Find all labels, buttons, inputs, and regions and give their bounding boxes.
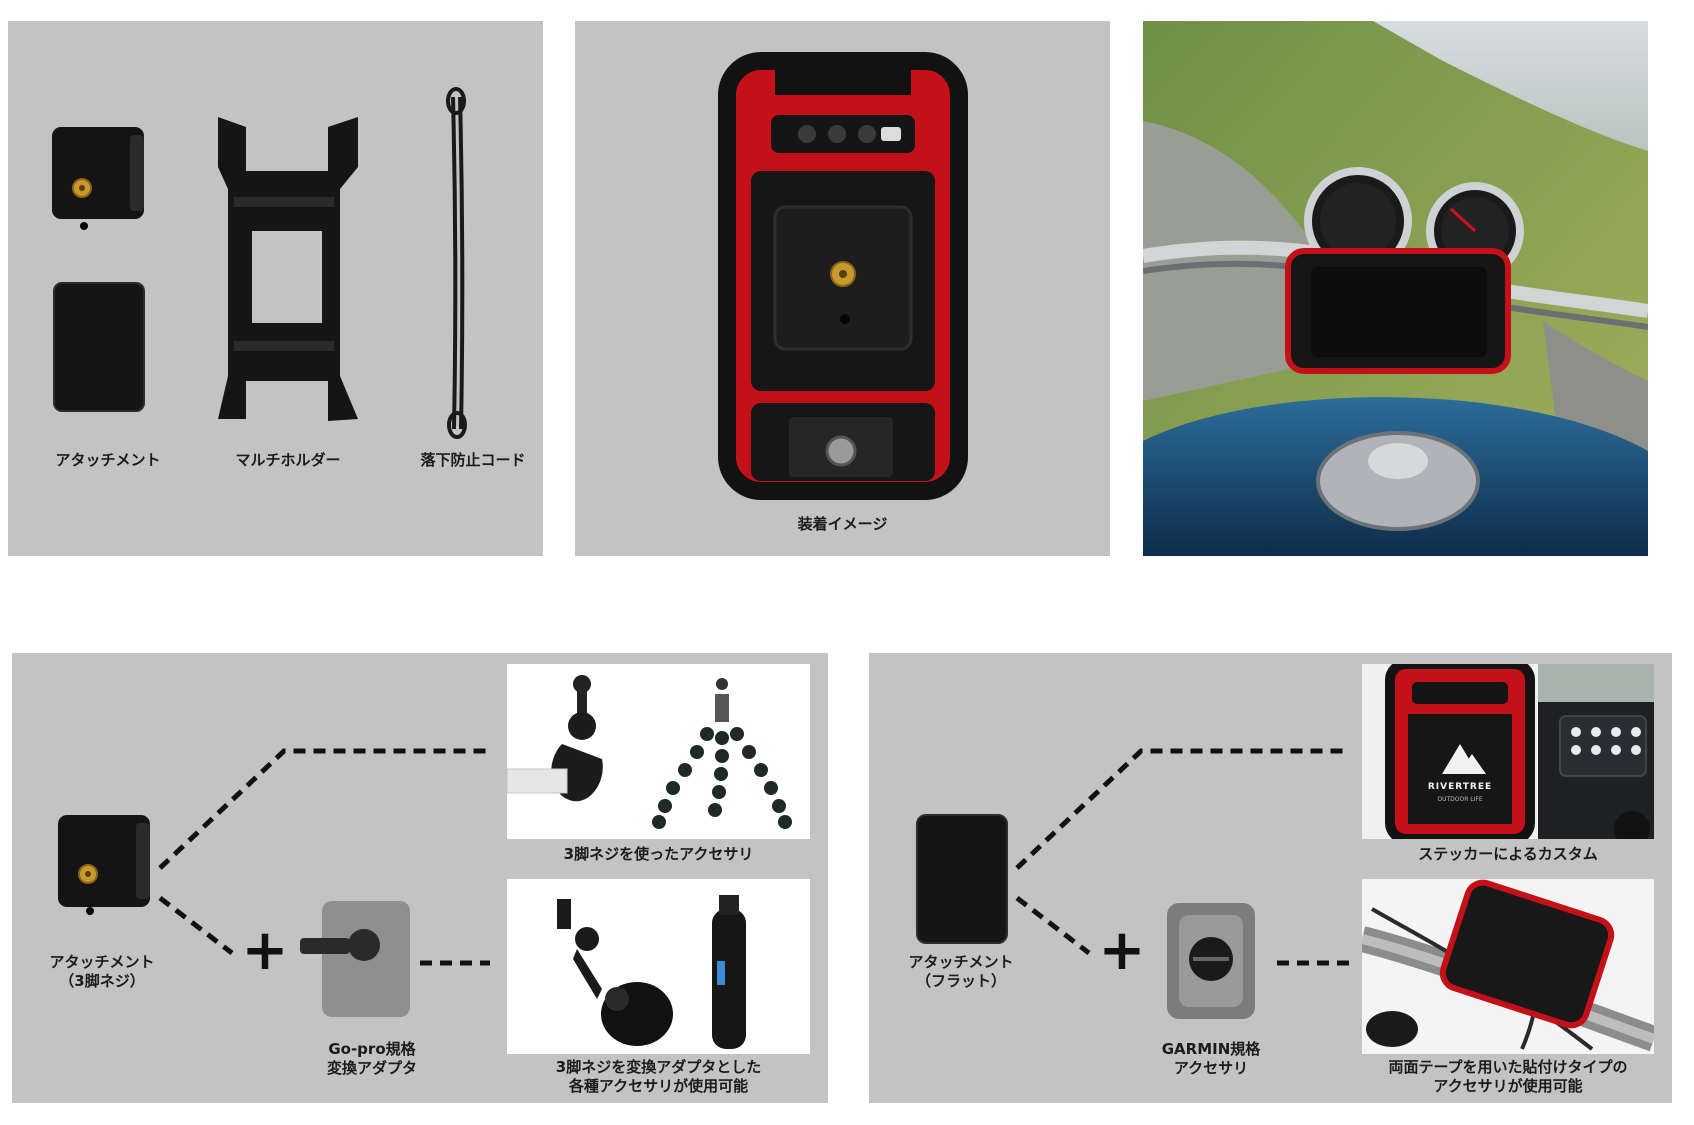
parts-panel: アタッチメント マルチホルダー 落下防止コード bbox=[8, 21, 543, 556]
bike-mount-image bbox=[1362, 879, 1654, 1052]
plus-symbol-left: + bbox=[241, 918, 289, 983]
converted-caption: 3脚ネジを変換アダプタとした 各種アクセサリが使用可能 bbox=[555, 1058, 762, 1095]
tape-caption: 両面テープを用いた貼付けタイプの アクセサリが使用可能 bbox=[1388, 1058, 1628, 1095]
sticker-caption: ステッカーによるカスタム bbox=[1418, 845, 1598, 863]
parts-illustration bbox=[52, 87, 467, 439]
tripod-diagram bbox=[58, 748, 490, 1017]
plus-symbol-right: + bbox=[1098, 918, 1146, 983]
mounted-phone-image bbox=[718, 52, 968, 500]
mounted-label: 装着イメージ bbox=[797, 515, 888, 533]
flat-attachment-panel: + RIVERTREE OUTDOOR LIFE ステッカーによるカスタム bbox=[869, 653, 1672, 1103]
tripod-attachment-label: アタッチメント （3脚ネジ） bbox=[49, 953, 155, 990]
tape-accessories-box bbox=[1362, 879, 1654, 1054]
flat-diagram bbox=[916, 748, 1349, 1019]
tripod-caption: 3脚ネジを使ったアクセサリ bbox=[563, 845, 754, 863]
garmin-label: GARMIN規格 アクセサリ bbox=[1161, 1040, 1261, 1077]
multi-holder-label: マルチホルダー bbox=[235, 451, 341, 469]
motorcycle-photo bbox=[1143, 21, 1648, 556]
sticker-custom-image bbox=[1385, 664, 1654, 839]
tripod-accessories-box bbox=[507, 664, 810, 839]
sticker-brand-text: RIVERTREE bbox=[1427, 782, 1493, 792]
sticker-custom-box: RIVERTREE OUTDOOR LIFE bbox=[1362, 664, 1654, 839]
gopro-adapter-icon bbox=[300, 901, 410, 1017]
mounted-panel: 装着イメージ bbox=[575, 21, 1110, 556]
tripod-attachment-panel: + 3脚ネジを使ったアクセサリ bbox=[12, 653, 828, 1103]
motorcycle-scene-image bbox=[1143, 21, 1648, 556]
multi-holder-image bbox=[218, 117, 358, 421]
tripod-accessories-image bbox=[507, 675, 792, 829]
converted-accessories-box bbox=[507, 879, 810, 1054]
attachment-flat-icon bbox=[916, 814, 1008, 944]
gopro-adapter-label: Go-pro規格 変換アダプタ bbox=[326, 1040, 417, 1077]
attachment-label: アタッチメント bbox=[55, 451, 161, 469]
attachment-flat-image bbox=[53, 282, 145, 412]
attachment-tripod-icon bbox=[58, 815, 150, 915]
garmin-mount-icon bbox=[1167, 903, 1255, 1019]
gopro-accessories-image bbox=[557, 895, 746, 1049]
drop-cord-image bbox=[446, 87, 467, 439]
drop-cord-label: 落下防止コード bbox=[420, 451, 526, 469]
attachment-tripod-image bbox=[52, 127, 144, 230]
sticker-subtext: OUTDOOR LIFE bbox=[1437, 796, 1483, 803]
flat-attachment-label: アタッチメント （フラット） bbox=[908, 953, 1014, 990]
